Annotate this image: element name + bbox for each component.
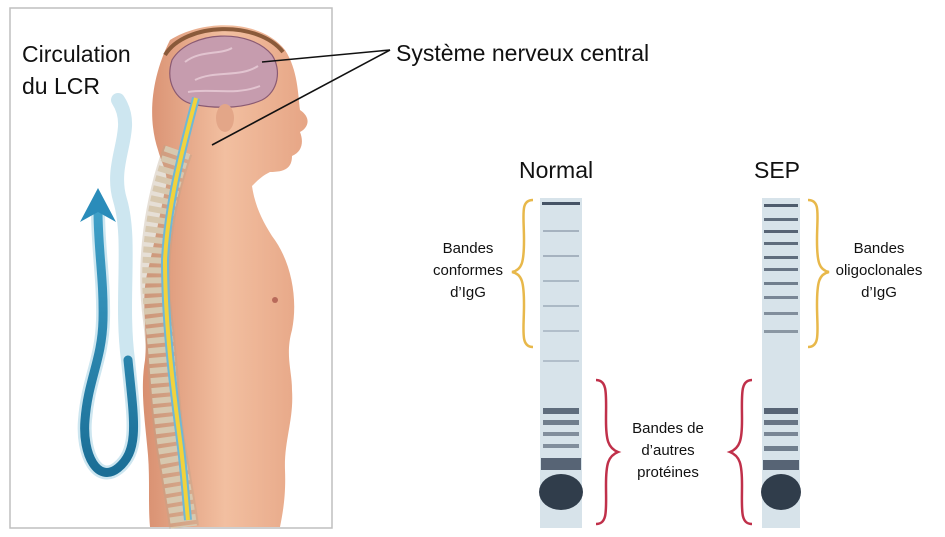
gel-lane-sep <box>761 198 801 528</box>
brace-other-sep <box>730 380 752 524</box>
csf-circulation-label: Circulation du LCR <box>22 38 131 102</box>
human-profile-illustration <box>143 25 308 527</box>
lane-label-normal: Normal <box>519 155 593 185</box>
cns-label: Système nerveux central <box>396 38 649 68</box>
gel-lane-normal <box>539 198 583 528</box>
brain <box>170 36 278 107</box>
bands-conforming-label: Bandes conformes d’IgG <box>418 238 518 304</box>
bands-other-proteins-label: Bandes de d’autres protéines <box>615 418 721 484</box>
bands-oligoclonal-label: Bandes oligoclonales d’IgG <box>823 238 935 304</box>
lane-label-sep: SEP <box>754 155 800 185</box>
